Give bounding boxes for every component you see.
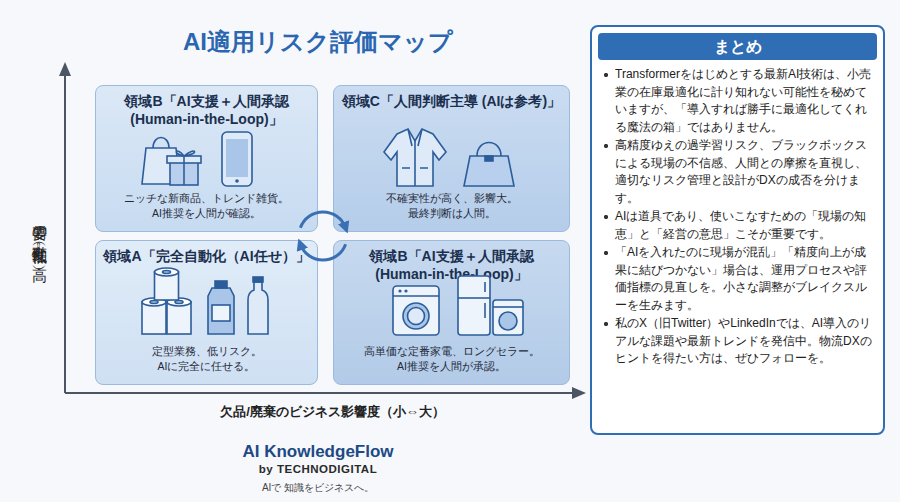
quadrant-heading: 領域B「AI支援＋人間承認 (Human-in-the-Loop)」 — [114, 92, 299, 128]
summary-bullet: 私のX（旧Twitter）やLinkedInでは、AI導入のリアルな課題や最新ト… — [598, 315, 877, 368]
brand-tagline: AIで 知識をビジネスへ。 — [118, 481, 518, 495]
x-axis — [65, 392, 574, 394]
axis-label: 需要の変動性（低⇔高） — [27, 120, 49, 350]
quadrant-heading: 領域A「完全自動化（AI任せ）」 — [99, 247, 314, 265]
quadrant-box: 領域B「AI支援＋人間承認 (Human-in-the-Loop)」ニッチな新商… — [95, 85, 318, 232]
quadrant-box: 領域A「完全自動化（AI任せ）」定型業務、低リスク。 AIに完全に任せる。 — [95, 240, 318, 385]
brand-name: AI KnowledgeFlow — [118, 441, 518, 463]
brand-byline: by TECHNODIGITAL — [118, 463, 518, 475]
axis-lines — [65, 74, 574, 393]
quadrant-body: 高単価な定番家電、ロングセラー。 AI推奨を人間が承認。 — [349, 344, 554, 374]
axis-arrow-head — [572, 387, 586, 399]
summary-bullet: 「AIを入れたのに現場が混乱」「精度向上が成果に結びつかない」場合は、運用プロセ… — [598, 244, 877, 314]
quadrant-box: 領域B「AI支援＋人間承認 (Human-in-the-Loop)」高単価な定番… — [333, 240, 570, 385]
summary-box: まとめ Transformerをはじめとする最新AI技術は、小売業の在庫最適化に計… — [590, 25, 885, 435]
quadrant-heading: 領域C「人間判断主導 (AIは参考)」 — [339, 92, 564, 110]
quadrant-body: 定型業務、低リスク。 AIに完全に任せる。 — [127, 344, 287, 374]
summary-heading: まとめ — [598, 33, 877, 60]
axis-label: 欠品/廃棄のビジネス影響度（小⇔大） — [95, 403, 570, 421]
summary-bullet: AIは道具であり、使いこなすための「現場の知恵」と「経営の意思」こそが重要です。 — [598, 208, 877, 243]
y-axis — [64, 74, 66, 393]
axis-arrow-head — [59, 62, 71, 76]
quadrant-body: ニッチな新商品、トレンド雑貨。 AI推奨を人間が確認。 — [107, 191, 307, 221]
quadrant-box: 領域C「人間判断主導 (AIは参考)」不確実性が高く、影響大。 最終判断は人間。 — [333, 85, 570, 232]
summary-bullet: Transformerをはじめとする最新AI技術は、小売業の在庫最適化に計り知れ… — [598, 66, 877, 136]
summary-bullet: 高精度ゆえの過学習リスク、ブラックボックスによる現場の不信感、人間との摩擦を直視… — [598, 137, 877, 207]
quadrant-body: 不確実性が高く、影響大。 最終判断は人間。 — [367, 191, 537, 221]
quadrant-heading: 領域B「AI支援＋人間承認 (Human-in-the-Loop)」 — [359, 247, 544, 283]
diagram-title: AI適用リスク評価マップ — [118, 26, 518, 58]
